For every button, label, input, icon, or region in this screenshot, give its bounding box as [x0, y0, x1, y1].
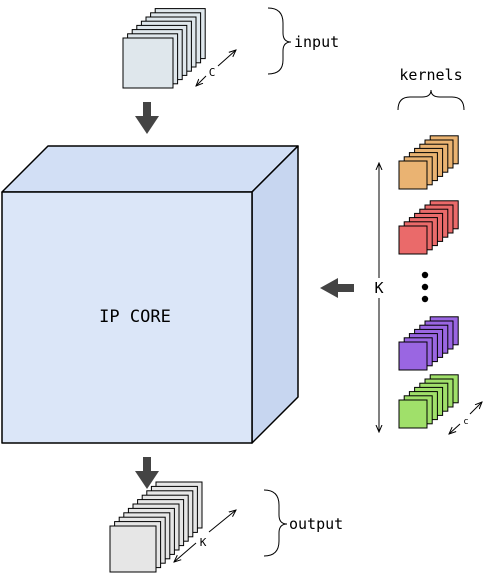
ip-core-label: IP CORE	[99, 307, 171, 327]
kernel-orange-sheet-1	[398, 160, 428, 190]
input-depth-label: C	[209, 66, 216, 79]
kernel-purple-sheet-1	[398, 341, 428, 371]
output-feature-stack	[109, 481, 203, 573]
kernel-depth-label: c	[463, 417, 468, 427]
kernel-count-label: K	[374, 279, 383, 297]
kernel-stack-2	[398, 200, 459, 255]
input-to-core-arrow	[135, 102, 159, 134]
output-sheet-1	[109, 525, 157, 573]
kernel-depth-indicator: c	[449, 402, 482, 434]
ip-core-side-face	[251, 145, 299, 444]
kernel-count-indicator: K	[374, 163, 384, 432]
output-label: output	[289, 515, 343, 533]
kernels-to-core-arrow	[320, 278, 354, 298]
core-to-output-arrow	[135, 457, 159, 489]
kernels-label: kernels	[399, 66, 462, 84]
ip-core-block: IP CORE	[1, 145, 299, 444]
input-brace	[267, 7, 292, 75]
input-depth-indicator: C	[196, 50, 236, 86]
kernel-red-sheet-1	[398, 225, 428, 255]
ellipsis-dots	[421, 271, 429, 303]
kernel-green-sheet-1	[398, 399, 428, 429]
kernel-stack-3	[398, 316, 459, 371]
input-label: input	[294, 33, 339, 51]
ip-core-top-face	[1, 145, 299, 193]
ip-core-front-face	[1, 191, 253, 444]
output-depth-label: K	[200, 536, 207, 549]
kernels-brace	[397, 89, 465, 111]
kernel-stack-1	[398, 135, 459, 190]
input-sheet-1	[122, 37, 174, 89]
output-brace	[263, 489, 288, 557]
input-feature-stack	[122, 8, 206, 89]
kernel-stack-k	[398, 374, 459, 429]
output-depth-indicator: K	[174, 510, 236, 562]
